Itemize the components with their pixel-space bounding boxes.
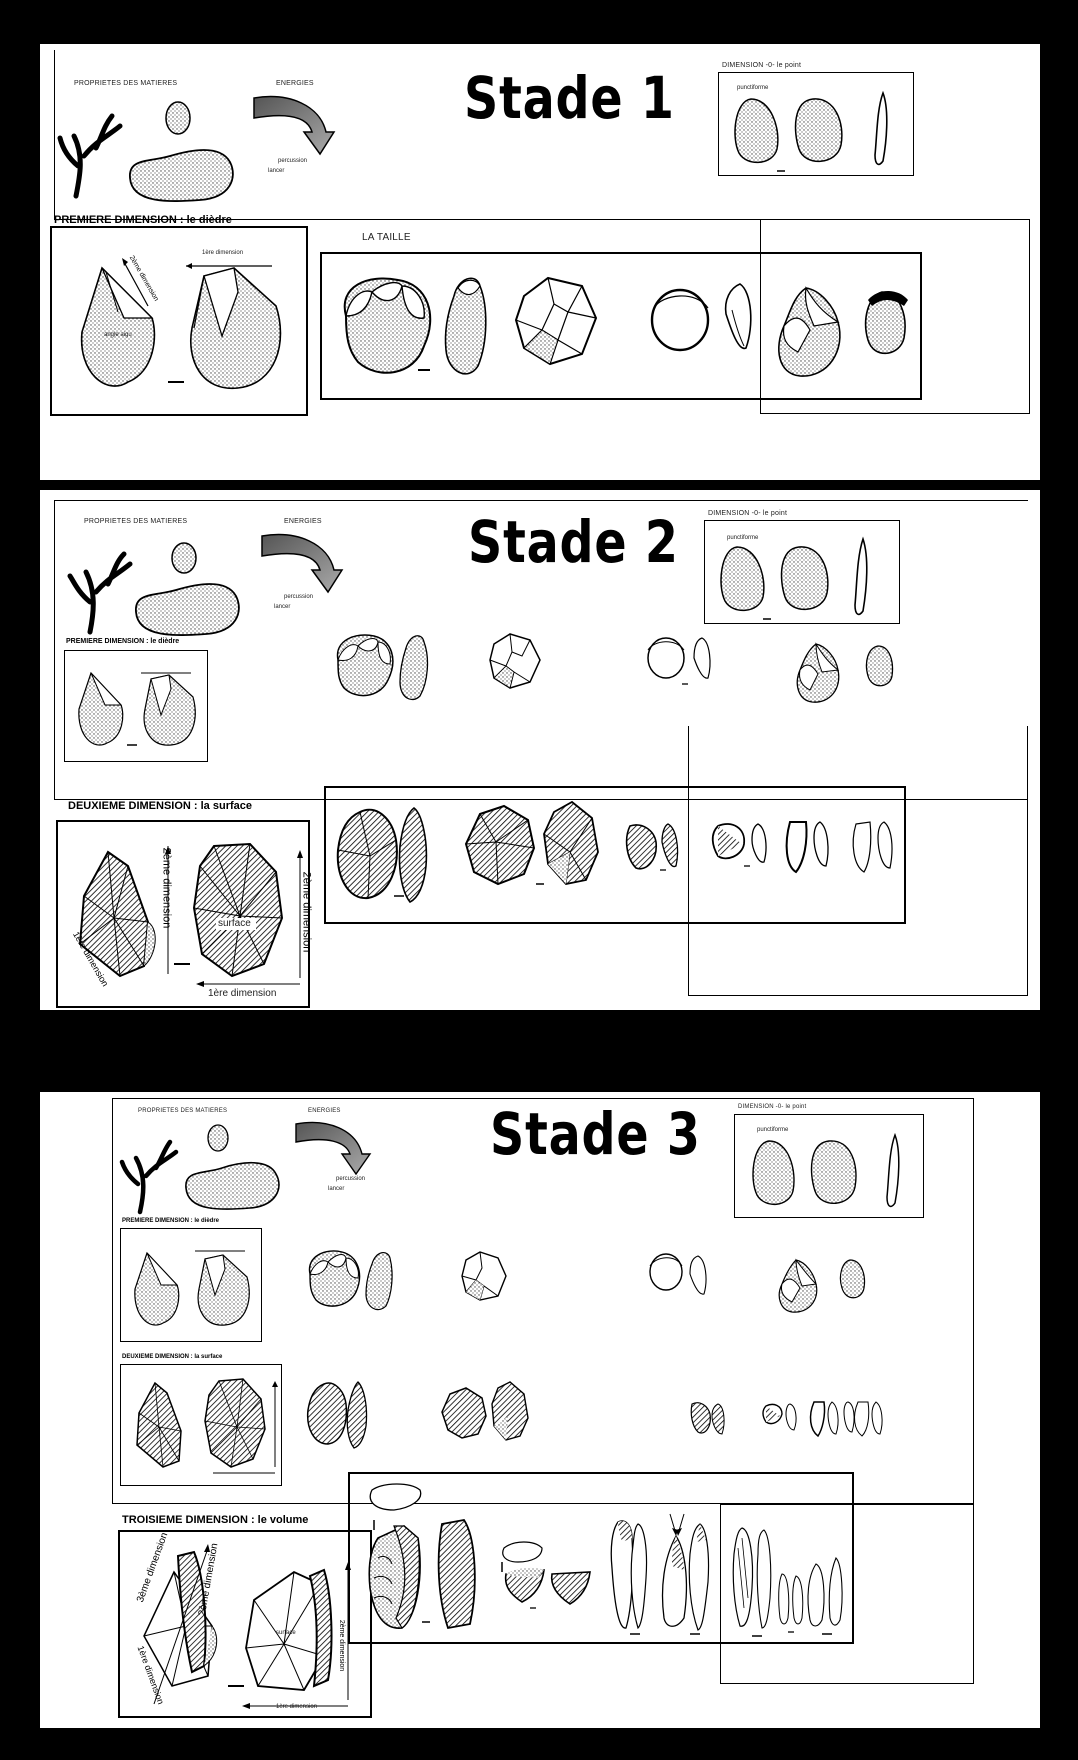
pebble-icon xyxy=(160,100,200,140)
energy-arrow-icon-3 xyxy=(292,1118,376,1182)
point-flint-icons xyxy=(727,89,907,175)
proprietes-label-3: PROPRIETES DES MATIERES xyxy=(138,1108,227,1114)
deuxieme-dimension-box-3 xyxy=(120,1364,282,1486)
dimension-0-label-3: DIMENSION -0- le point xyxy=(738,1104,806,1110)
premiere-dimension-box-3 xyxy=(120,1228,262,1342)
dimension-0-box-2: punctiforme xyxy=(704,520,900,624)
rock-mass-icon-3 xyxy=(176,1152,296,1216)
premiere-dimension-title-2: PREMIERE DIMENSION : le dièdre xyxy=(66,638,179,645)
la-taille-label: LA TAILLE xyxy=(362,232,411,243)
stade-3-panel: PROPRIETES DES MATIERES ENERGIES percuss… xyxy=(40,1092,1040,1728)
premiere-dimension-box-2 xyxy=(64,650,208,762)
percussion-label: percussion xyxy=(278,158,307,164)
angle-aigu-label: angle aigu xyxy=(104,332,132,338)
stade-3-title: Stade 3 xyxy=(490,1100,701,1168)
surface-cores-3 xyxy=(302,1372,902,1462)
point-flint-icons-3 xyxy=(745,1131,921,1217)
surface-diagram-3 xyxy=(125,1367,281,1485)
deuxieme-dimension-label-b: 2ème dimension xyxy=(300,872,312,953)
percussion-label-2: percussion xyxy=(284,594,313,600)
surface-label: surface xyxy=(218,918,251,929)
stade-1-panel: PROPRIETES DES MATIERES ENERGIES percuss… xyxy=(40,44,1040,480)
proprietes-label-2: PROPRIETES DES MATIERES xyxy=(84,518,187,525)
dimension-0-label: DIMENSION -0- le point xyxy=(722,62,801,69)
rock-mass-icon-2 xyxy=(126,572,256,642)
stade-1-boundary xyxy=(760,220,1030,414)
dimension-0-label-2: DIMENSION -0- le point xyxy=(708,510,787,517)
stade-2-panel: PROPRIETES DES MATIERES ENERGIES percuss… xyxy=(40,490,1040,1010)
energies-label-2: ENERGIES xyxy=(284,518,322,525)
dimension-0-box: punctiforme xyxy=(718,72,914,176)
troisieme-dimension-box: 3ème dimension 2ème dimension 1ère dimen… xyxy=(118,1530,372,1718)
lancer-label-3: lancer xyxy=(328,1186,344,1192)
premiere-dimension-arrow-label: 1ère dimension xyxy=(202,250,243,256)
stade-2-title: Stade 2 xyxy=(468,508,679,576)
diedre-diagram-3 xyxy=(125,1231,259,1341)
deuxieme-dimension-label-a: 2ème dimension xyxy=(160,848,172,929)
premiere-dimension-title: PREMIERE DIMENSION : le dièdre xyxy=(54,214,232,226)
energies-label: ENERGIES xyxy=(276,80,314,87)
energy-arrow-icon xyxy=(250,92,340,162)
troisieme-taille-box xyxy=(348,1472,854,1644)
proprietes-label: PROPRIETES DES MATIERES xyxy=(74,80,177,87)
premiere-dimension-box: 2ème dimension 1ère dimension angle aigu xyxy=(50,226,308,416)
troisieme-dimension-title: TROISIEME DIMENSION : le volume xyxy=(122,1514,308,1526)
diedre-diagram: 2ème dimension xyxy=(62,232,300,412)
rock-mass-icon xyxy=(120,138,250,208)
stade-2-boundary xyxy=(688,726,1028,996)
premiere-dimension-label-2: 1ère dimension xyxy=(208,988,276,999)
percussion-label-3: percussion xyxy=(336,1176,365,1182)
deuxieme-dimension-title: DEUXIEME DIMENSION : la surface xyxy=(68,800,252,812)
diedre-diagram-2 xyxy=(69,653,205,761)
energies-label-3: ENERGIES xyxy=(308,1108,341,1114)
taille-cores-2 xyxy=(330,620,930,710)
stade-1-title: Stade 1 xyxy=(464,64,675,132)
deuxieme-dimension-box: surface 1ère dimension 2ème dimension 2è… xyxy=(56,820,310,1008)
deuxieme-dimension-title-3: DEUXIEME DIMENSION : la surface xyxy=(122,1354,222,1360)
dimension-0-box-3: punctiforme xyxy=(734,1114,924,1218)
taille-cores-3 xyxy=(302,1238,902,1318)
volume-cores xyxy=(354,1478,854,1644)
energy-arrow-icon-2 xyxy=(258,530,348,600)
lancer-label: lancer xyxy=(268,168,284,174)
premiere-dimension-label-4: 1ère dimension xyxy=(276,1704,317,1710)
surface-label-3: surface xyxy=(276,1630,296,1636)
lancer-label-2: lancer xyxy=(274,604,290,610)
deuxieme-dimension-label-d: 2ème dimension xyxy=(338,1620,345,1671)
point-flint-icons-2 xyxy=(713,537,893,623)
premiere-dimension-title-3: PREMIERE DIMENSION : le dièdre xyxy=(122,1218,219,1224)
